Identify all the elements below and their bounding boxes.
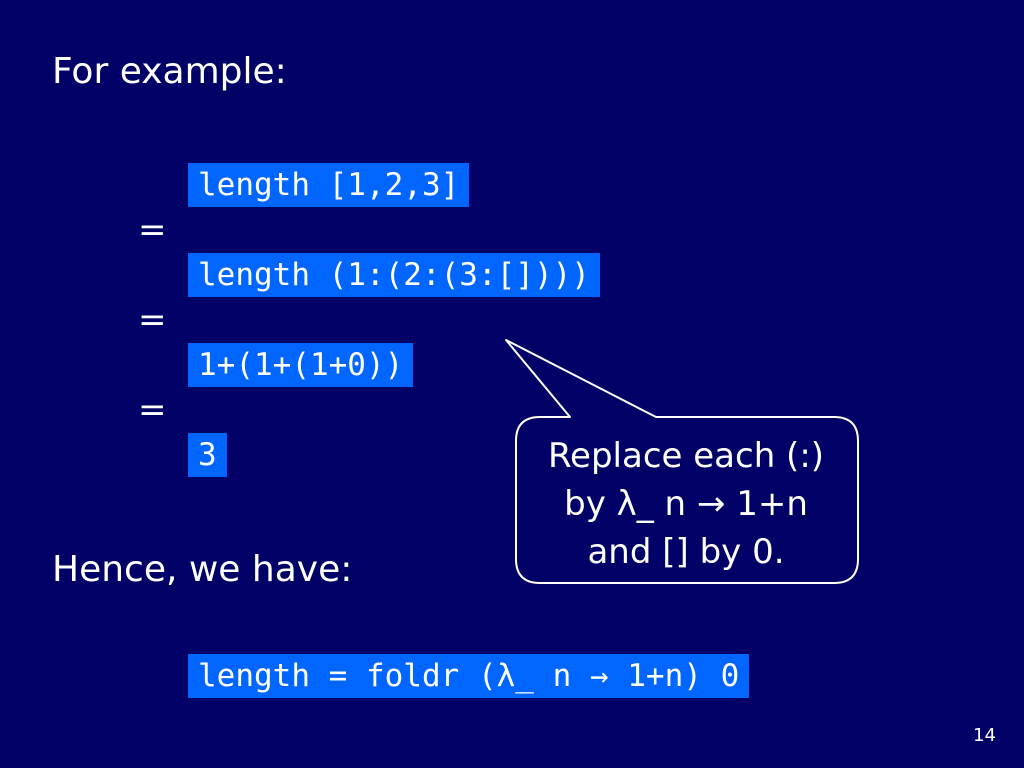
conclusion-heading: Hence, we have: bbox=[52, 549, 353, 590]
callout-line-2: by λ_ n → 1+n bbox=[564, 484, 808, 524]
callout-text: Replace each (:) by λ_ n → 1+n and [] by… bbox=[516, 432, 856, 576]
slide-title: For example: bbox=[52, 51, 287, 92]
code-step-4: 3 bbox=[188, 433, 227, 477]
code-step-2: length (1:(2:(3:[]))) bbox=[188, 253, 600, 297]
final-code: length = foldr (λ_ n → 1+n) 0 bbox=[188, 654, 750, 698]
page-number: 14 bbox=[973, 725, 996, 746]
equals-sign-1: = bbox=[138, 210, 167, 250]
code-step-3: 1+(1+(1+0)) bbox=[188, 343, 414, 387]
equals-sign-3: = bbox=[138, 390, 167, 430]
equals-sign-2: = bbox=[138, 300, 167, 340]
callout-line-3: and [] by 0. bbox=[587, 532, 785, 572]
callout-bubble-shape bbox=[505, 339, 859, 584]
code-step-1: length [1,2,3] bbox=[188, 163, 470, 207]
callout-line-1: Replace each (:) bbox=[547, 436, 825, 476]
